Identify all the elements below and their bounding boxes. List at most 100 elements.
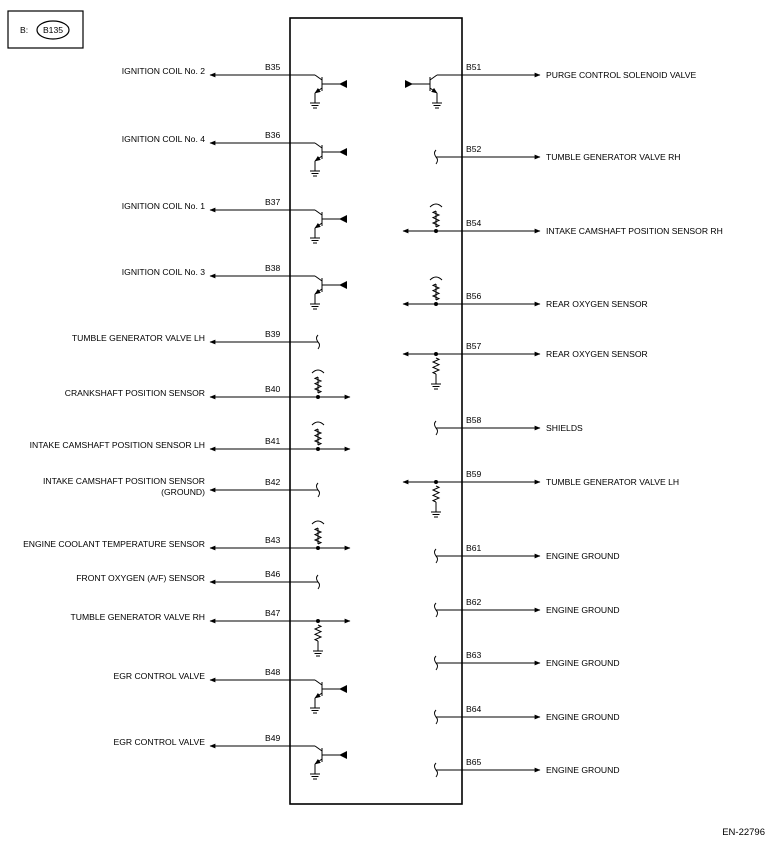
- supply-break-symbol: [311, 421, 325, 426]
- pin-label: B64: [466, 704, 482, 714]
- pin-label: B48: [265, 667, 281, 677]
- pin-label: B52: [466, 144, 482, 154]
- wire-break-symbol: [316, 334, 320, 350]
- signal-label: CRANKSHAFT POSITION SENSOR: [65, 388, 205, 398]
- transistor-base-arrow: [339, 685, 347, 693]
- pin-label: B57: [466, 341, 482, 351]
- signal-label: IGNITION COIL No. 3: [122, 267, 205, 277]
- junction-dot: [434, 229, 438, 233]
- pin-label: B61: [466, 543, 482, 553]
- junction-dot: [434, 480, 438, 484]
- terminal-b47: B47 TUMBLE GENERATOR VALVE RH: [70, 608, 351, 657]
- terminal-b48: B48 EGR CONTROL VALVE: [113, 667, 347, 714]
- ground-symbol: [313, 650, 323, 657]
- signal-label: TUMBLE GENERATOR VALVE RH: [546, 152, 681, 162]
- signal-label: INTAKE CAMSHAFT POSITION SENSOR LH: [30, 440, 205, 450]
- signal-label: ENGINE COOLANT TEMPERATURE SENSOR: [23, 539, 205, 549]
- pin-label: B51: [466, 62, 482, 72]
- ground-symbol: [431, 511, 441, 518]
- wire-break-symbol: [434, 762, 438, 778]
- wire-break-symbol: [434, 548, 438, 564]
- transistor-base-arrow: [339, 281, 347, 289]
- transistor-base-arrow: [339, 751, 347, 759]
- wire-break-symbol: [434, 602, 438, 618]
- terminal-b38: B38 IGNITION COIL No. 3: [122, 263, 347, 310]
- transistor-collector: [314, 275, 323, 282]
- signal-label: TUMBLE GENERATOR VALVE RH: [70, 612, 205, 622]
- transistor-emitter: [314, 692, 323, 699]
- ground-symbol: [432, 102, 442, 109]
- transistor-collector: [314, 679, 323, 686]
- pin-label: B54: [466, 218, 482, 228]
- pin-label: B36: [265, 130, 281, 140]
- signal-label: ENGINE GROUND: [546, 605, 620, 615]
- resistor-symbol: [431, 357, 441, 375]
- junction-dot: [316, 619, 320, 623]
- transistor-emitter: [314, 222, 323, 229]
- connector-badge: B: B135: [7, 10, 84, 49]
- pin-label: B38: [265, 263, 281, 273]
- transistor-emitter: [429, 87, 438, 94]
- wire-break-symbol: [316, 482, 320, 498]
- terminal-b39: B39 TUMBLE GENERATOR VALVE LH: [72, 329, 320, 350]
- transistor-collector: [314, 142, 323, 149]
- signal-label: TUMBLE GENERATOR VALVE LH: [72, 333, 205, 343]
- transistor-collector: [314, 745, 323, 752]
- terminal-b41: B41 INTAKE CAMSHAFT POSITION SENSOR LH: [30, 421, 351, 452]
- pin-label: B63: [466, 650, 482, 660]
- connector-prefix: B:: [20, 25, 28, 35]
- signal-label: EGR CONTROL VALVE: [113, 671, 205, 681]
- signal-label: SHIELDS: [546, 423, 583, 433]
- ground-symbol: [431, 383, 441, 390]
- connector-code: B135: [43, 25, 63, 35]
- signal-label: PURGE CONTROL SOLENOID VALVE: [546, 70, 697, 80]
- signal-label: ENGINE GROUND: [546, 551, 620, 561]
- junction-dot: [434, 352, 438, 356]
- transistor-base-arrow: [339, 215, 347, 223]
- ecm-box: [289, 17, 463, 805]
- figure-reference: EN-22796: [722, 827, 765, 838]
- transistor-collector: [314, 209, 323, 216]
- transistor-base-arrow: [339, 148, 347, 156]
- signal-label: REAR OXYGEN SENSOR: [546, 299, 648, 309]
- transistor-collector: [314, 74, 323, 81]
- transistor-emitter: [314, 155, 323, 162]
- signal-label: REAR OXYGEN SENSOR: [546, 349, 648, 359]
- wire-break-symbol: [434, 149, 438, 165]
- pin-label: B47: [265, 608, 281, 618]
- ground-symbol: [310, 707, 320, 714]
- pin-label: B58: [466, 415, 482, 425]
- pin-label: B46: [265, 569, 281, 579]
- pin-label: B65: [466, 757, 482, 767]
- signal-label: EGR CONTROL VALVE: [113, 737, 205, 747]
- supply-break-symbol: [311, 369, 325, 374]
- pin-label: B56: [466, 291, 482, 301]
- signal-label: IGNITION COIL No. 1: [122, 201, 205, 211]
- transistor-base-arrow: [339, 80, 347, 88]
- wire-break-symbol: [316, 574, 320, 590]
- connector-code-ring: [36, 20, 70, 40]
- pin-label: B42: [265, 477, 281, 487]
- wire-break-symbol: [434, 709, 438, 725]
- signal-label: ENGINE GROUND: [546, 712, 620, 722]
- signal-label: ENGINE GROUND: [546, 658, 620, 668]
- resistor-symbol: [431, 485, 441, 503]
- transistor-collector: [429, 74, 438, 81]
- signal-label: INTAKE CAMSHAFT POSITION SENSOR RH: [546, 226, 723, 236]
- signal-label: IGNITION COIL No. 2: [122, 66, 205, 76]
- transistor-emitter: [314, 87, 323, 94]
- pin-label: B39: [265, 329, 281, 339]
- pin-label: B41: [265, 436, 281, 446]
- supply-break-symbol: [429, 276, 443, 281]
